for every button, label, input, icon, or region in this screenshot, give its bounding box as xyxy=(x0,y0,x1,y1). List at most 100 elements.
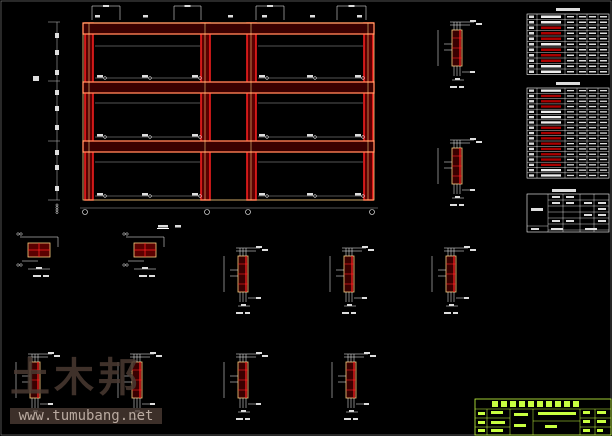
rebar-mark xyxy=(198,135,202,139)
dimension-text xyxy=(307,193,313,196)
rebar-mark xyxy=(265,194,269,198)
dimension-text xyxy=(579,148,586,150)
dimension-text xyxy=(142,193,148,196)
dimension-text xyxy=(348,5,355,7)
dimension-text xyxy=(600,137,607,139)
dimension-text xyxy=(567,148,574,150)
dimension-text xyxy=(529,43,534,46)
dimension-text xyxy=(245,418,250,420)
dimension-text xyxy=(579,65,586,67)
section-detail xyxy=(437,138,482,206)
axis-bubble xyxy=(369,209,375,215)
dimension-text xyxy=(55,70,59,75)
dimension-text xyxy=(589,105,596,108)
dimension-text xyxy=(589,90,596,92)
dimension-text xyxy=(259,134,265,137)
dimension-text xyxy=(529,65,534,68)
table-cell-text xyxy=(541,65,561,68)
dimension-text xyxy=(55,165,59,170)
dimension-text xyxy=(589,60,596,62)
title-block-heading-char xyxy=(528,401,534,407)
table-cell-highlight xyxy=(541,137,561,140)
dimension-text xyxy=(351,312,356,314)
dimension-text xyxy=(55,186,59,191)
table-cell-highlight xyxy=(541,158,561,161)
dimension-text xyxy=(529,48,534,51)
dimension-text xyxy=(600,71,607,73)
dimension-text xyxy=(589,127,596,129)
title-block-text xyxy=(597,411,606,414)
dimension-text xyxy=(347,304,352,306)
title-block-text xyxy=(478,421,485,424)
title-block-heading-char xyxy=(519,401,525,407)
dimension-text xyxy=(598,202,606,204)
dimension-text xyxy=(579,95,586,97)
dimension-text xyxy=(567,49,574,51)
dimension-text xyxy=(600,100,607,102)
table-cell-text xyxy=(541,174,561,177)
dimension-text xyxy=(579,38,586,40)
dimension-text xyxy=(142,75,148,78)
dimension-text xyxy=(600,164,607,166)
table-cell-highlight xyxy=(541,105,561,108)
table-cell-highlight xyxy=(541,48,561,51)
dimension-text xyxy=(585,228,597,230)
dimension-text xyxy=(589,49,596,51)
dimension-text xyxy=(589,27,596,29)
dimension-text xyxy=(95,15,100,18)
dimension-text xyxy=(600,153,607,155)
dimension-text xyxy=(579,158,586,161)
dimension-text xyxy=(362,297,367,299)
dimension-text xyxy=(566,196,574,198)
dimension-text xyxy=(589,148,596,150)
dimension-text xyxy=(579,49,586,51)
table-cell-highlight xyxy=(541,59,561,62)
dimension-text xyxy=(552,220,560,222)
dimension-text xyxy=(579,32,586,34)
dimension-text xyxy=(600,111,607,113)
table-cell-highlight xyxy=(541,142,561,145)
dimension-text xyxy=(589,95,596,97)
dimension-text xyxy=(589,132,596,134)
rebar-mark xyxy=(125,263,129,267)
table-cell-highlight xyxy=(541,37,561,40)
dimension-text xyxy=(600,95,607,97)
rebar-mark xyxy=(125,232,129,236)
dimension-text xyxy=(48,403,53,405)
dimension-text xyxy=(552,189,576,192)
dimension-text xyxy=(567,137,574,139)
dimension-text xyxy=(600,105,607,108)
dimension-text xyxy=(464,246,470,248)
dimension-text xyxy=(600,116,607,118)
dimension-text xyxy=(529,116,534,119)
rebar-mark xyxy=(361,194,365,198)
dimension-text xyxy=(256,246,262,248)
rebar-mark xyxy=(265,135,269,139)
table-border xyxy=(526,13,610,75)
dimension-text xyxy=(567,116,574,118)
frame-outline xyxy=(82,22,375,201)
dimension-text xyxy=(567,38,574,40)
dimension-text xyxy=(529,158,534,161)
dimension-text xyxy=(150,352,156,354)
rebar-mark xyxy=(198,76,202,80)
dimension-text xyxy=(529,89,534,92)
dimension-text xyxy=(355,75,361,78)
dimension-text xyxy=(567,169,574,171)
dimension-text xyxy=(589,169,596,171)
dimension-text xyxy=(529,105,534,108)
dimension-text xyxy=(567,127,574,129)
dimension-text xyxy=(344,418,351,420)
dimension-text xyxy=(567,65,574,67)
table-border xyxy=(526,193,610,233)
rebar-mark xyxy=(103,135,107,139)
dimension-text xyxy=(579,43,586,45)
table-cell-text xyxy=(541,43,561,46)
dimension-text xyxy=(567,164,574,166)
dimension-text xyxy=(531,208,543,211)
dimension-text xyxy=(567,132,574,134)
rebar-mark xyxy=(103,76,107,80)
